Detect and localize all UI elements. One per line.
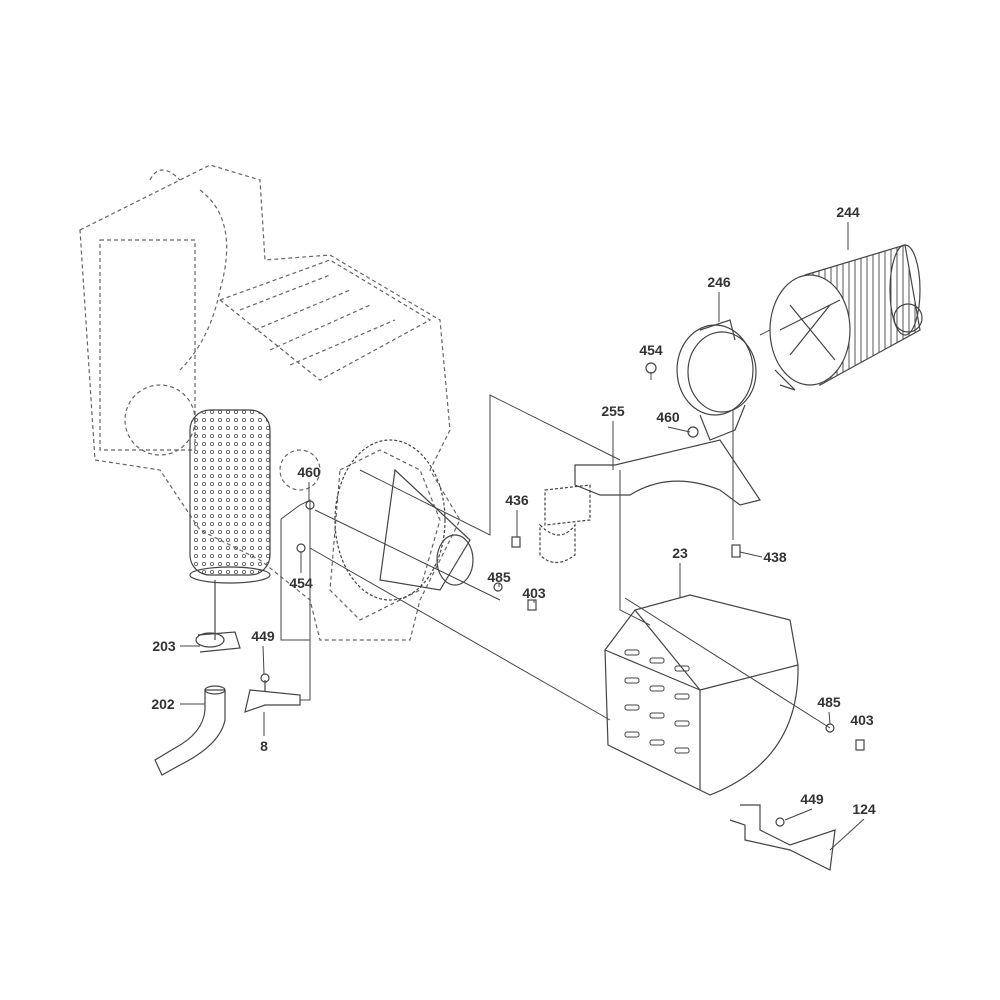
callout-438[interactable]: 438 [763,549,787,565]
air-filter-244 [769,244,923,391]
exhaust-pipe [154,580,241,776]
bracket-8 [244,689,301,713]
callout-485[interactable]: 485 [487,569,511,585]
callout-454[interactable]: 454 [639,342,663,358]
callout-460[interactable]: 460 [656,409,680,425]
engine-outline [79,164,461,641]
bracket-255 [574,439,761,506]
callout-454[interactable]: 454 [289,575,313,591]
callout-23[interactable]: 23 [672,545,688,561]
cover-23 [604,594,799,796]
fasteners [296,362,865,827]
callout-485[interactable]: 485 [817,694,841,710]
callout-449[interactable]: 449 [800,791,824,807]
callout-460[interactable]: 460 [297,464,321,480]
callout-449[interactable]: 449 [251,628,275,644]
leader-lines [280,319,831,729]
callout-403[interactable]: 403 [850,712,874,728]
flywheel-housing [334,439,474,601]
callout-246[interactable]: 246 [707,274,731,290]
callout-8[interactable]: 8 [260,738,268,754]
callout-244[interactable]: 244 [836,204,860,220]
callout-124[interactable]: 124 [852,801,876,817]
muffler [189,409,271,584]
clamp-246 [676,319,757,441]
callout-255[interactable]: 255 [601,403,625,419]
callout-leaders [180,222,865,851]
callout-403[interactable]: 403 [522,585,546,601]
callout-202[interactable]: 202 [151,696,175,712]
callout-436[interactable]: 436 [505,492,529,508]
callout-203[interactable]: 203 [152,638,176,654]
handle-124 [729,804,836,871]
